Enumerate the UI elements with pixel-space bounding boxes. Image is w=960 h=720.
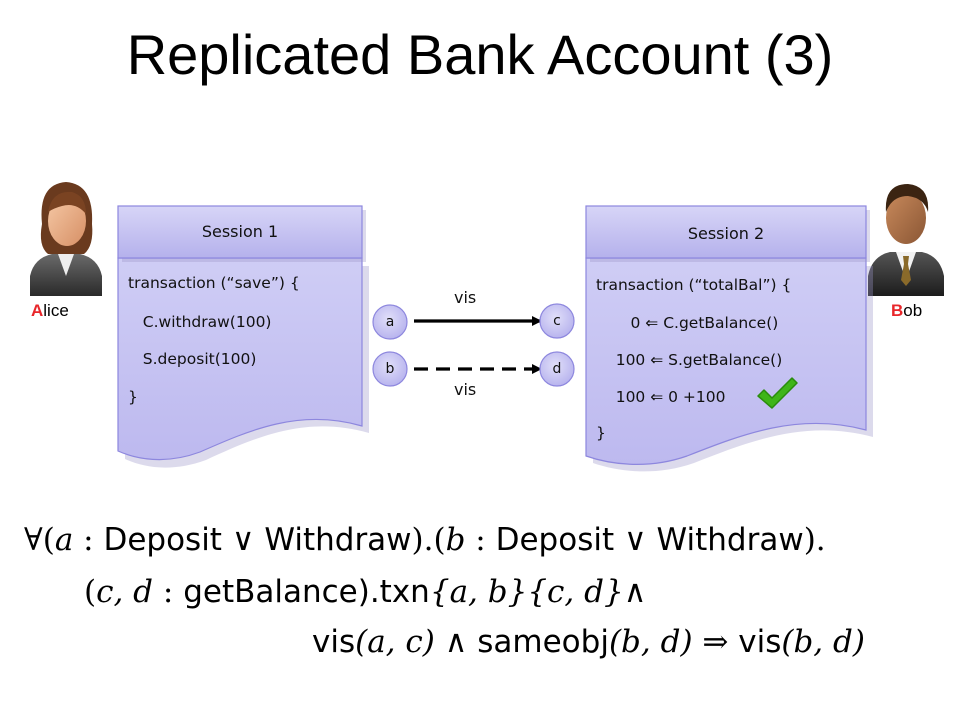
- session2-line-5: }: [596, 424, 606, 442]
- alice-initial: A: [31, 301, 44, 320]
- formula-line-3: vis(a, c) ∧ sameobj(b, d) ⇒ vis(b, d): [312, 624, 865, 660]
- bob-label: Bob: [891, 301, 922, 321]
- node-d: [539, 351, 575, 387]
- vis-edges: [414, 316, 542, 374]
- node-b-label: b: [385, 361, 395, 377]
- node-c-label: c: [553, 313, 561, 329]
- session2-line-1: transaction (“totalBal”) {: [596, 276, 792, 294]
- session1-line-2: C.withdraw(100): [128, 313, 272, 331]
- session2-line-4: 100 ⇐ 0 +100: [596, 388, 726, 406]
- edge-label-top: vis: [454, 288, 477, 307]
- session2-line-2: 0 ⇐ C.getBalance(): [596, 314, 779, 332]
- female-user-icon: [30, 182, 102, 296]
- bob-initial: B: [891, 301, 904, 320]
- edge-label-bottom: vis: [454, 380, 477, 399]
- checkmark-icon: [757, 377, 798, 409]
- node-a: [372, 304, 408, 340]
- alice-rest: lice: [43, 301, 69, 320]
- alice-label: Alice: [31, 301, 69, 321]
- session2-line-3: 100 ⇐ S.getBalance(): [596, 351, 783, 369]
- session1-line-3: S.deposit(100): [128, 350, 257, 368]
- node-b: [372, 351, 408, 387]
- node-d-label: d: [552, 361, 562, 377]
- session2-box: [585, 205, 873, 472]
- session1-title: Session 1: [201, 222, 279, 241]
- slide-title: Replicated Bank Account (3): [126, 23, 834, 86]
- session1-box: [117, 205, 369, 468]
- node-a-label: a: [385, 314, 395, 330]
- session2-title: Session 2: [687, 224, 765, 243]
- node-c: [539, 303, 575, 339]
- session1-line-4: }: [128, 388, 138, 406]
- formula-line-2: (c, d : getBalance).txn{a, b}{c, d}∧: [84, 574, 647, 610]
- bob-rest: ob: [903, 301, 923, 320]
- formula-line-1: ∀(a : Deposit ∨ Withdraw).(b : Deposit ∨…: [24, 522, 826, 558]
- session1-line-1: transaction (“save”) {: [128, 274, 300, 292]
- male-user-icon: [868, 184, 944, 296]
